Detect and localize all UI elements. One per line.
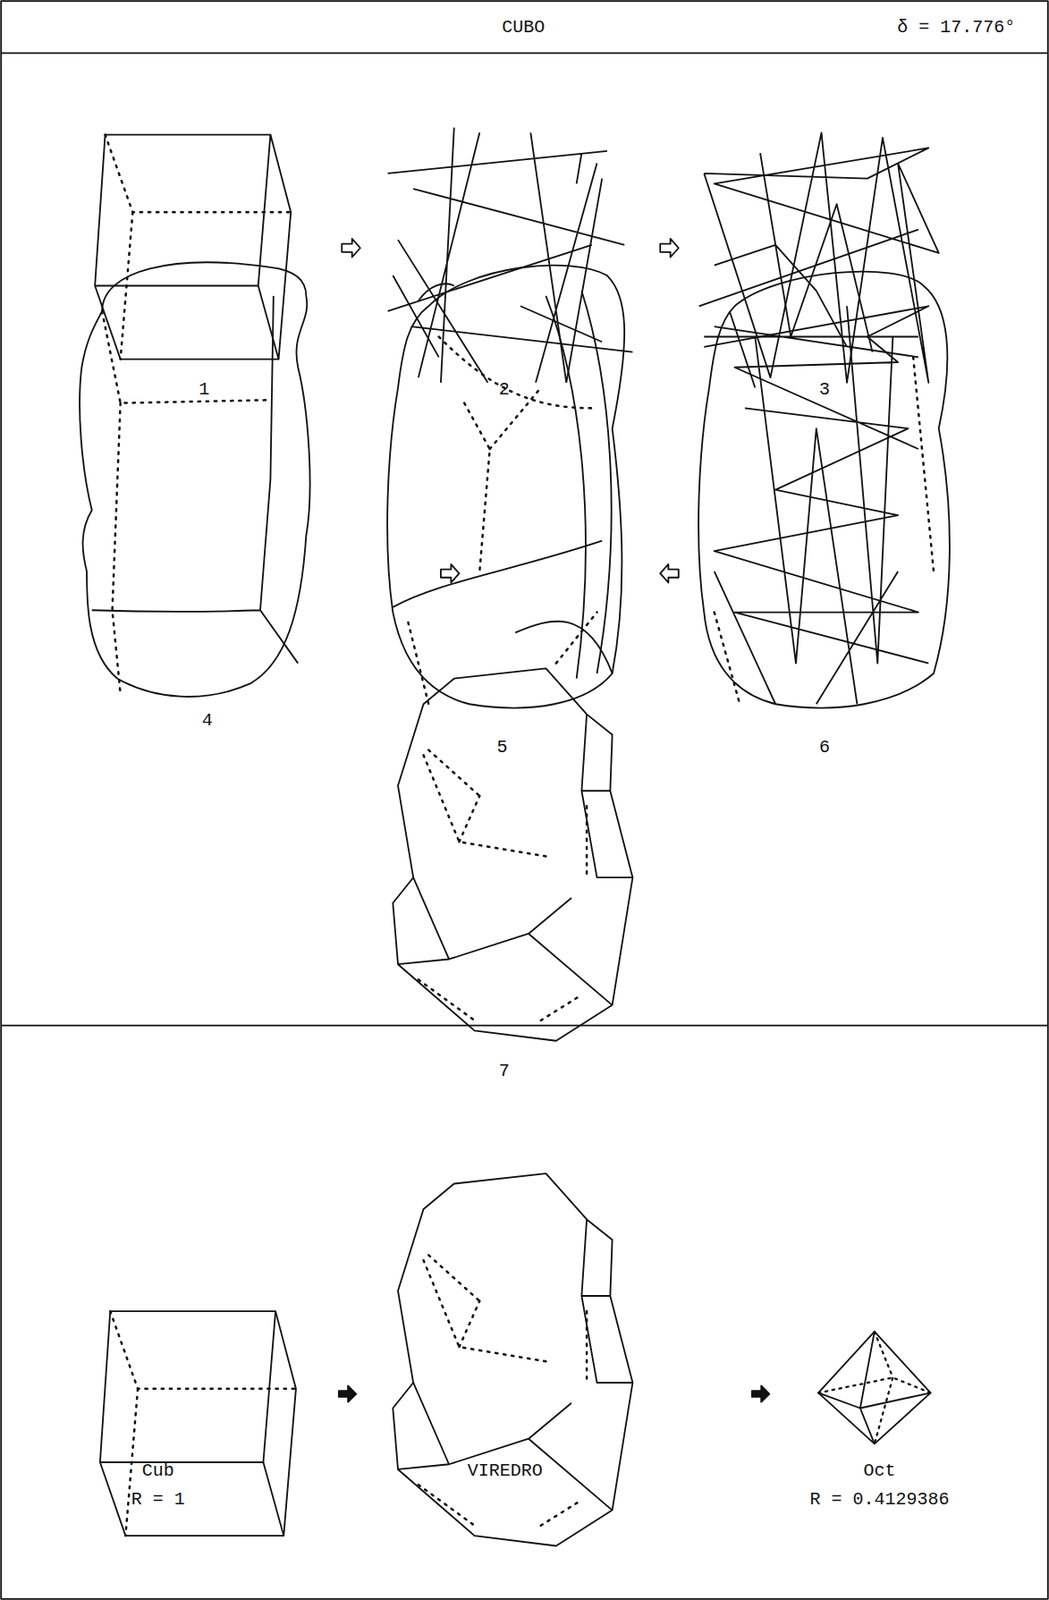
- angle-value: δ = 17.776°: [896, 17, 1016, 38]
- solid-name: Cub: [142, 1461, 175, 1481]
- title: CUBO: [501, 17, 545, 38]
- solid-name: VIREDRO: [467, 1461, 543, 1481]
- radius-value: R = 1: [131, 1489, 186, 1510]
- figure-number: 5: [496, 737, 508, 758]
- figure-number: 7: [499, 1061, 510, 1082]
- figure-number: 3: [819, 380, 830, 400]
- figure-number: 1: [198, 380, 210, 400]
- figure-number: 6: [819, 737, 830, 758]
- figure-number: 2: [499, 380, 510, 400]
- solid-name: Oct: [863, 1461, 897, 1481]
- figure-number: 4: [202, 710, 213, 731]
- radius-value: R = 0.4129386: [810, 1489, 950, 1510]
